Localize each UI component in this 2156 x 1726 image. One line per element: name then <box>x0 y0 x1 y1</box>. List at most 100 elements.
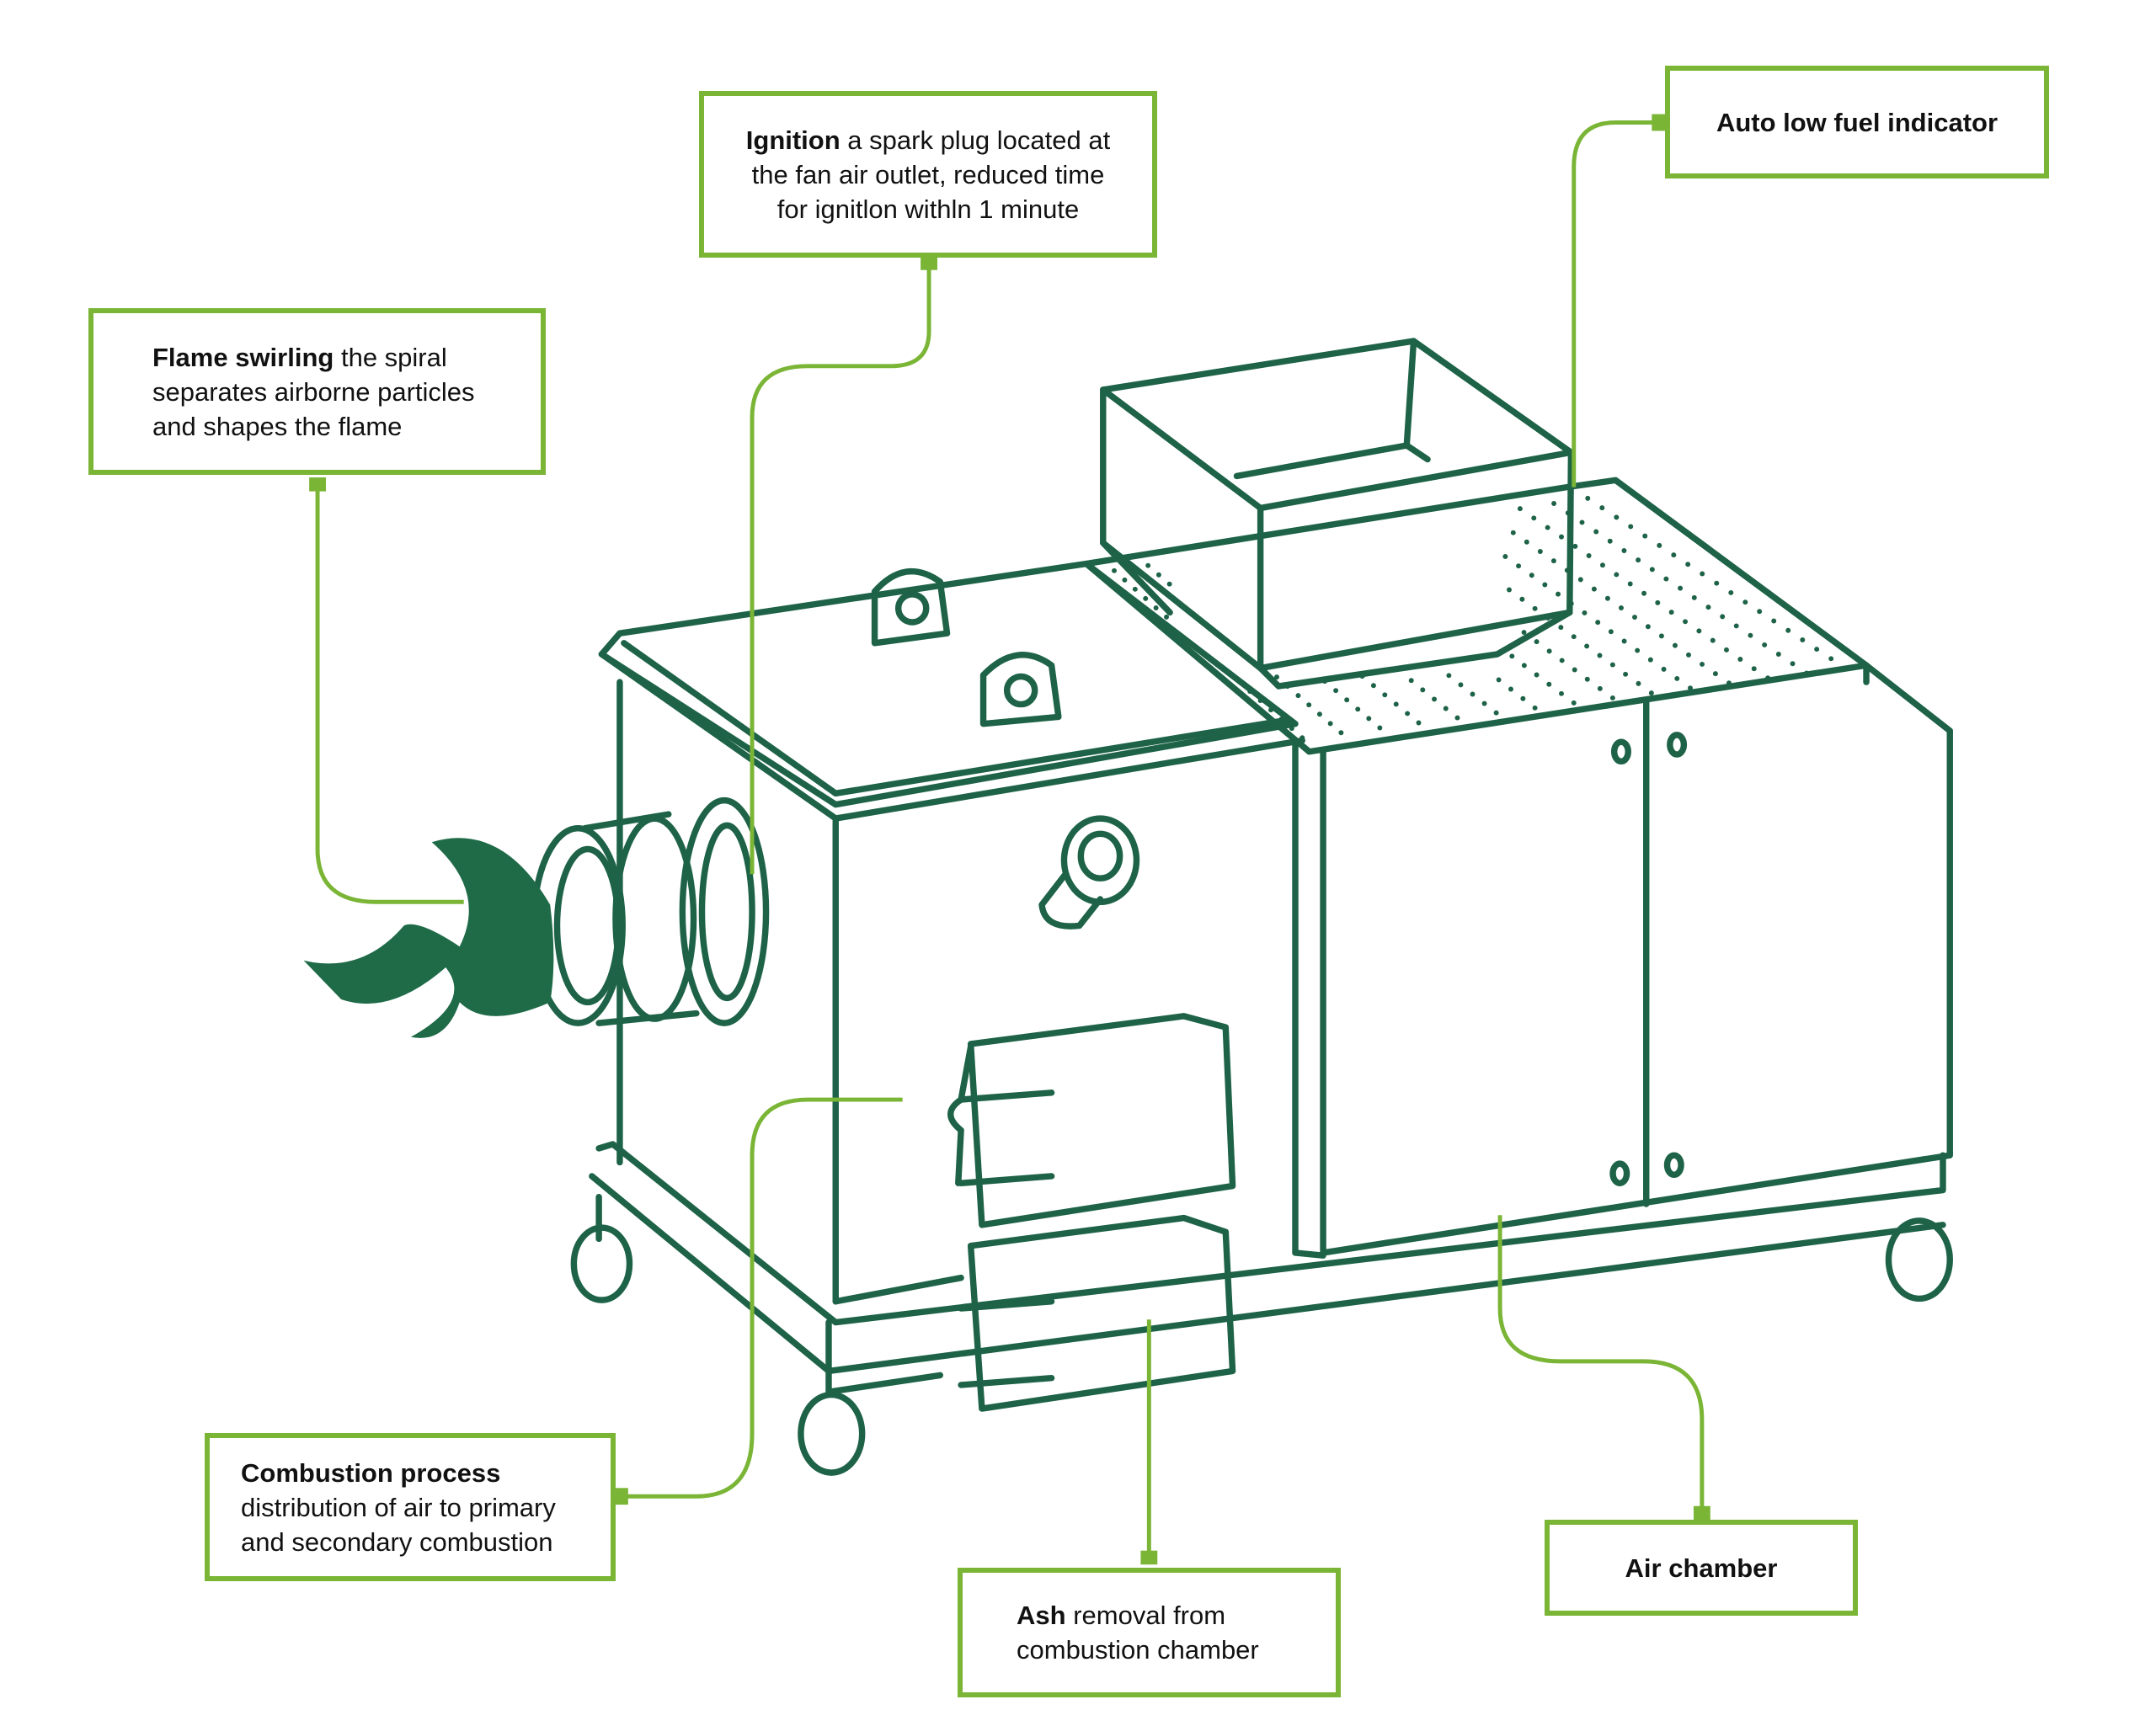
callout-title: Ash <box>1017 1601 1066 1630</box>
perforation-dot <box>1748 632 1753 638</box>
perforation-dot <box>1359 674 1365 679</box>
perforation-dot <box>1550 558 1556 564</box>
perforation-dot <box>1648 690 1654 696</box>
perforation-dot <box>1671 552 1677 558</box>
perforation-dot <box>1710 637 1716 643</box>
perforation-dot <box>1804 670 1810 676</box>
perforation-dot <box>1257 698 1263 704</box>
perforation-dot <box>1306 702 1312 708</box>
callout-text: separates airborne particles <box>152 376 475 407</box>
perforation-dot <box>1641 590 1647 596</box>
perforation-dot <box>1546 648 1552 654</box>
perforation-dot <box>1299 735 1305 741</box>
perforation-dot <box>1572 667 1577 673</box>
perforation-dot <box>1519 596 1525 602</box>
perforation-dot <box>1712 671 1718 677</box>
perforation-dot <box>1700 661 1705 667</box>
perforation-dot <box>1658 633 1664 639</box>
perforation-dot <box>1742 599 1748 605</box>
perforation-dot <box>1595 620 1601 626</box>
perforation-dot <box>1551 500 1557 506</box>
perforation-dot <box>1545 615 1550 621</box>
perforation-dot <box>1623 671 1629 677</box>
perforation-dot <box>1268 707 1274 713</box>
perforation-dot <box>1614 514 1620 520</box>
casters <box>570 1217 1953 1476</box>
callout-auto-low-fuel-indicator: Auto low fuel indicator <box>1665 66 2049 178</box>
perforation-dot <box>1607 538 1613 544</box>
perforation-dot <box>1691 594 1697 600</box>
perforation-dot <box>1510 530 1516 535</box>
perforation-dot <box>1688 685 1693 691</box>
perforation-dot <box>1458 682 1464 688</box>
perforation-dot <box>1645 624 1651 630</box>
callout-text: combustion chamber <box>1017 1635 1259 1665</box>
combustion-door <box>947 1013 1236 1228</box>
perforation-dot <box>1327 721 1333 727</box>
perforation-dot <box>1355 706 1361 712</box>
perforation-dot <box>1571 634 1577 640</box>
perforation-dot <box>1609 662 1615 668</box>
perforated-top <box>1112 495 1849 741</box>
perforation-dot <box>1599 505 1605 511</box>
perforation-dot <box>1454 715 1460 721</box>
perforation-dot <box>1382 692 1388 698</box>
perforation-dot <box>1393 701 1399 707</box>
perforation-dot <box>1132 586 1138 592</box>
perforation-dot <box>1333 688 1339 694</box>
perforation-dot <box>1420 687 1426 693</box>
perforation-dot <box>1507 587 1512 593</box>
perforation-dot <box>1582 610 1588 615</box>
perforation-dot <box>1621 548 1627 553</box>
perforation-dot <box>1416 720 1422 726</box>
perforation-dot <box>1520 695 1526 701</box>
perforation-dot <box>1534 639 1540 645</box>
perforation-dot <box>1728 589 1734 595</box>
callout-flame-swirling: Flame swirling the spiral separates airbo… <box>88 308 546 475</box>
perforation-dot <box>1635 647 1641 653</box>
perforation-dot <box>1571 700 1577 706</box>
perforation-dot <box>1546 681 1552 687</box>
perforation-dot <box>1344 697 1350 703</box>
perforation-dot <box>1164 614 1169 620</box>
perforation-dot <box>1647 657 1653 663</box>
perforation-dot <box>1470 691 1476 697</box>
perforation-dot <box>1621 638 1627 644</box>
perforation-dot <box>1564 567 1570 573</box>
perforation-dot <box>1122 577 1128 583</box>
perforation-dot <box>1775 652 1781 657</box>
perforation-dot <box>1289 726 1294 732</box>
perforation-dot <box>1632 615 1637 621</box>
perforation-dot <box>1516 563 1522 569</box>
callout-text: removal from <box>1073 1601 1226 1630</box>
burner-tube <box>530 796 770 1026</box>
perforation-dot <box>1585 495 1591 501</box>
perforation-dot <box>1565 510 1571 516</box>
callout-text: distribution of air to primary <box>241 1492 556 1522</box>
perforation-dot <box>1627 581 1633 587</box>
callout-text: the spiral <box>340 342 447 372</box>
combustion-chamber-body <box>616 679 1299 1305</box>
perforation-dot <box>1614 572 1620 578</box>
perforation-dot <box>1153 605 1159 610</box>
perforation-dot <box>1762 642 1768 647</box>
perforation-dot <box>1591 586 1597 592</box>
perforation-dot <box>1559 658 1565 663</box>
callout-title: Flame swirling <box>152 342 334 372</box>
perforation-dot <box>1618 605 1624 610</box>
perforation-dot <box>1726 680 1732 686</box>
perforation-dot <box>1517 506 1523 512</box>
perforation-dot <box>1531 515 1537 521</box>
perforation-dot <box>1166 581 1172 587</box>
callout-text: for ignitlon withln 1 minute <box>776 194 1080 224</box>
perforation-dot <box>1446 673 1452 679</box>
perforation-dot <box>1828 656 1834 662</box>
perforation-dot <box>1790 661 1796 667</box>
perforation-dot <box>1843 665 1849 671</box>
perforation-dot <box>1642 533 1648 539</box>
perforation-dot <box>1661 666 1667 672</box>
perforation-dot <box>1685 562 1691 567</box>
base-frame <box>589 1141 1946 1395</box>
